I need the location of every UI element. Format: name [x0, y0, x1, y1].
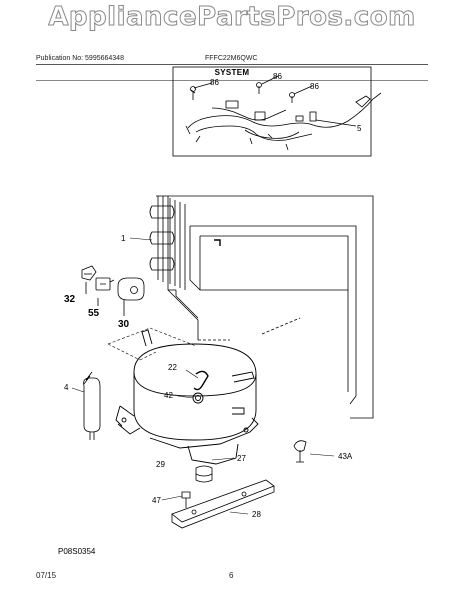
relay-overload-parts [81, 265, 145, 316]
assembly-guide-lines [107, 327, 197, 361]
grommet [195, 465, 213, 483]
callout-55: 55 [88, 308, 100, 319]
mounting-bracket [171, 479, 275, 529]
callout-30: 30 [118, 319, 130, 330]
callout-28: 28 [252, 510, 261, 519]
screw-icon [190, 86, 196, 100]
callout-27: 27 [237, 454, 246, 463]
callout-22: 22 [168, 363, 177, 372]
callout-86-left: 86 [210, 78, 219, 87]
site-watermark: AppliancePartsPros.com [48, 2, 416, 33]
screw-icon [289, 92, 295, 103]
compressor [115, 329, 259, 465]
condenser-coil [149, 196, 186, 290]
section-rule [36, 80, 428, 81]
freezer-cabinet [156, 195, 374, 419]
header-rule [36, 64, 428, 65]
callout-86-middle: 86 [273, 72, 282, 81]
page-number: 6 [229, 571, 234, 580]
footer-date: 07/15 [36, 571, 57, 580]
model-number: FFFC22M6QWC [205, 55, 258, 62]
callout-43a: 43A [338, 452, 353, 461]
callout-86-right: 86 [310, 82, 319, 91]
callout-29: 29 [156, 460, 165, 469]
callout-1: 1 [121, 234, 126, 243]
section-title: SYSTEM [214, 68, 250, 77]
filter-drier [83, 371, 101, 440]
screw-icon [256, 82, 262, 94]
callout-47: 47 [152, 496, 161, 505]
callout-4: 4 [64, 383, 69, 392]
figure-code: P08S0354 [58, 547, 96, 556]
callout-32: 32 [64, 294, 76, 305]
bolt-icon [181, 491, 191, 508]
callout-42: 42 [164, 391, 173, 400]
tubing-clip [293, 440, 307, 463]
callout-5: 5 [357, 124, 362, 133]
publication-number: Publication No: 5995664348 [36, 55, 124, 62]
wiring-harness-inset [172, 66, 382, 157]
